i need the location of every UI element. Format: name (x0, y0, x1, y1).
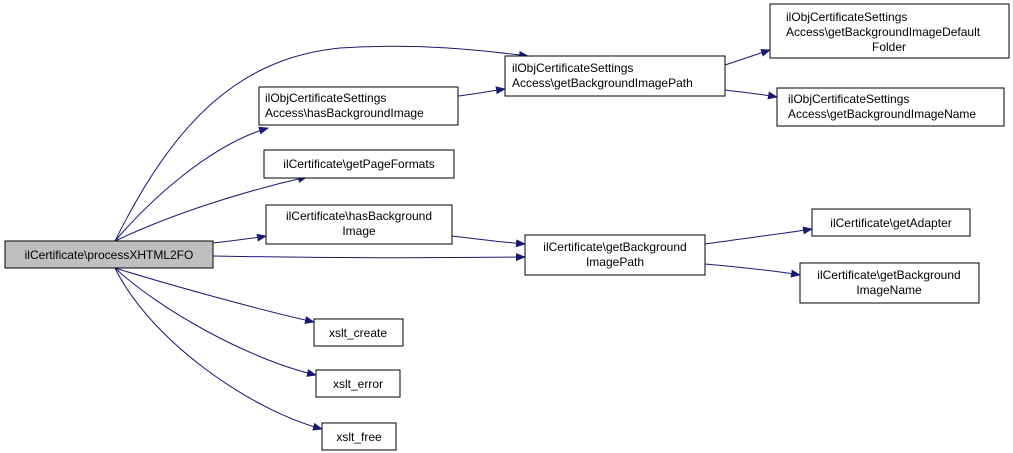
edge-root-to-get-bg-path-settings (114, 45, 529, 242)
node-label-line-3: Folder (872, 40, 906, 54)
edge-get-bg-path-cert-to-get-bg-name-cert (704, 263, 801, 278)
edge-root-to-has-bg-settings (114, 126, 269, 242)
edge-get-bg-path-settings-to-default-folder (724, 49, 771, 66)
node-label-line-1: ilObjCertificateSettings (265, 91, 386, 105)
node-label-line-1: ilCertificate\getBackground (543, 240, 686, 254)
edge-root-to-get-bg-path-cert (212, 253, 526, 262)
node-settings-get-background-image-name[interactable]: ilObjCertificateSettings Access\getBackg… (776, 87, 1005, 127)
node-label: xslt_free (336, 430, 382, 444)
node-has-background-image[interactable]: ilCertificate\hasBackground Image (265, 204, 453, 245)
node-label: xslt_create (329, 326, 387, 340)
edge-root-to-xslt-free (114, 267, 323, 431)
node-label-line-2: ImageName (856, 283, 922, 297)
node-xslt-error[interactable]: xslt_error (315, 369, 401, 398)
node-label-line-1: ilObjCertificateSettings (786, 10, 907, 24)
node-label-line-1: ilObjCertificateSettings (512, 61, 633, 75)
node-get-adapter[interactable]: ilCertificate\getAdapter (811, 208, 971, 237)
node-label-line-2: Image (342, 224, 376, 238)
edge-root-to-get-page-formats (114, 175, 308, 242)
node-label-line-2: Access\getBackgroundImagePath (512, 76, 693, 90)
node-label: ilCertificate\getPageFormats (283, 157, 434, 171)
node-label-line-2: Access\hasBackgroundImage (265, 106, 424, 120)
edge-root-to-has-bg-cert (212, 233, 267, 244)
node-label: xslt_error (333, 377, 383, 391)
node-get-background-image-name[interactable]: ilCertificate\getBackground ImageName (799, 262, 980, 304)
node-get-background-image-path[interactable]: ilCertificate\getBackground ImagePath (524, 234, 706, 276)
edge-has-bg-settings-to-get-bg-path-settings (457, 86, 506, 97)
node-label: ilCertificate\processXHTML2FO (25, 248, 194, 262)
node-get-page-formats[interactable]: ilCertificate\getPageFormats (263, 149, 455, 179)
node-xslt-free[interactable]: xslt_free (321, 422, 397, 451)
edge-root-to-xslt-create (114, 267, 315, 324)
node-label-line-2: Access\getBackgroundImageName (788, 107, 976, 121)
node-settings-has-background-image[interactable]: ilObjCertificateSettings Access\hasBackg… (258, 86, 459, 126)
node-label-line-1: ilObjCertificateSettings (788, 92, 909, 106)
node-settings-get-background-image-default-folder[interactable]: ilObjCertificateSettings Access\getBackg… (769, 3, 1010, 59)
node-label: ilCertificate\getAdapter (830, 216, 951, 230)
edge-root-to-xslt-error (114, 267, 317, 377)
node-label-line-2: Access\getBackgroundImageDefault (786, 25, 981, 39)
node-process-xhtml2fo[interactable]: ilCertificate\processXHTML2FO (4, 240, 214, 269)
node-label-line-1: ilCertificate\hasBackground (286, 209, 432, 223)
edge-get-bg-path-settings-to-name-settings (724, 89, 778, 100)
edge-has-bg-cert-to-get-bg-path-cert (451, 235, 526, 248)
node-label-line-2: ImagePath (586, 255, 644, 269)
node-settings-get-background-image-path[interactable]: ilObjCertificateSettings Access\getBackg… (504, 55, 726, 97)
node-xslt-create[interactable]: xslt_create (313, 318, 404, 347)
node-label-line-1: ilCertificate\getBackground (817, 268, 960, 282)
edge-get-bg-path-cert-to-get-adapter (704, 226, 813, 245)
